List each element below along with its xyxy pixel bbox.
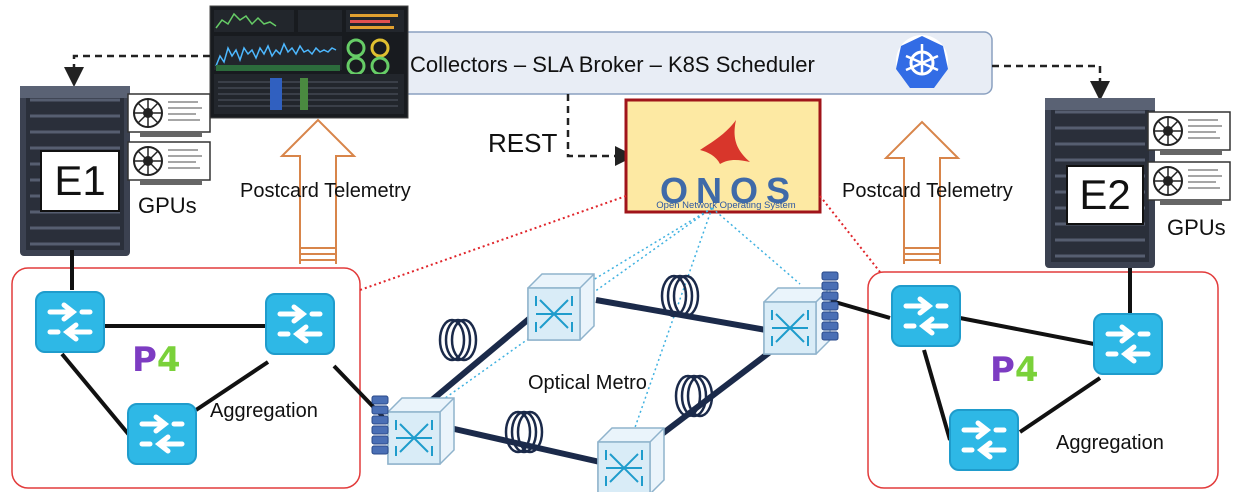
edge-label-e1: E1	[40, 150, 120, 212]
telemetry-label-left: Postcard Telemetry	[240, 180, 411, 202]
optical-switch-icon	[597, 427, 665, 492]
aggregation-domain-right	[867, 271, 1219, 489]
aggregation-label-right: Aggregation	[1056, 432, 1164, 454]
packet-switch-icon	[266, 294, 334, 354]
optical-switch-icon	[527, 273, 595, 341]
gpu-card-icon	[1147, 161, 1231, 206]
optical-switch-icon	[387, 397, 455, 465]
gpus-label-right: GPUs	[1167, 215, 1226, 240]
fiber-spool-icon	[438, 318, 478, 362]
rest-label: REST	[488, 128, 558, 158]
onos-subtitle: Open Network Operating System	[656, 200, 796, 211]
packet-switch-icon	[1094, 314, 1162, 374]
scheduler-arrow-left	[64, 54, 210, 87]
packet-switch-icon	[950, 410, 1018, 470]
aggregation-label-left: Aggregation	[210, 400, 318, 422]
p4-logo-left: P4	[132, 340, 181, 380]
grafana-dashboard-icon	[209, 5, 409, 119]
kubernetes-icon	[896, 35, 948, 88]
transceiver-stack-left	[371, 395, 389, 455]
onos-controller	[624, 98, 822, 214]
telemetry-arrow-right	[883, 120, 961, 264]
scheduler-arrow-right	[992, 64, 1110, 101]
telemetry-label-right: Postcard Telemetry	[842, 180, 1013, 202]
gpus-label-left: GPUs	[138, 193, 197, 218]
optical-metro-label: Optical Metro	[528, 372, 647, 394]
packet-switch-icon	[36, 292, 104, 352]
broker-bar-label: Collectors – SLA Broker – K8S Scheduler	[410, 52, 815, 77]
telemetry-arrow-left	[279, 118, 357, 264]
transceiver-stack-right	[821, 271, 839, 341]
gpu-card-icon	[127, 141, 211, 186]
gpu-card-icon	[1147, 111, 1231, 156]
edge-label-e2: E2	[1066, 165, 1144, 225]
rest-arrow	[566, 94, 635, 166]
packet-switch-icon	[128, 404, 196, 464]
optical-switch-icon	[763, 287, 831, 355]
control-links	[359, 195, 881, 437]
gpu-card-icon	[127, 93, 211, 138]
p4-logo-right: P4	[990, 350, 1039, 390]
packet-switch-icon	[892, 286, 960, 346]
onos-wordmark: ONOS	[659, 170, 798, 211]
aggregation-domain-left	[11, 267, 361, 489]
